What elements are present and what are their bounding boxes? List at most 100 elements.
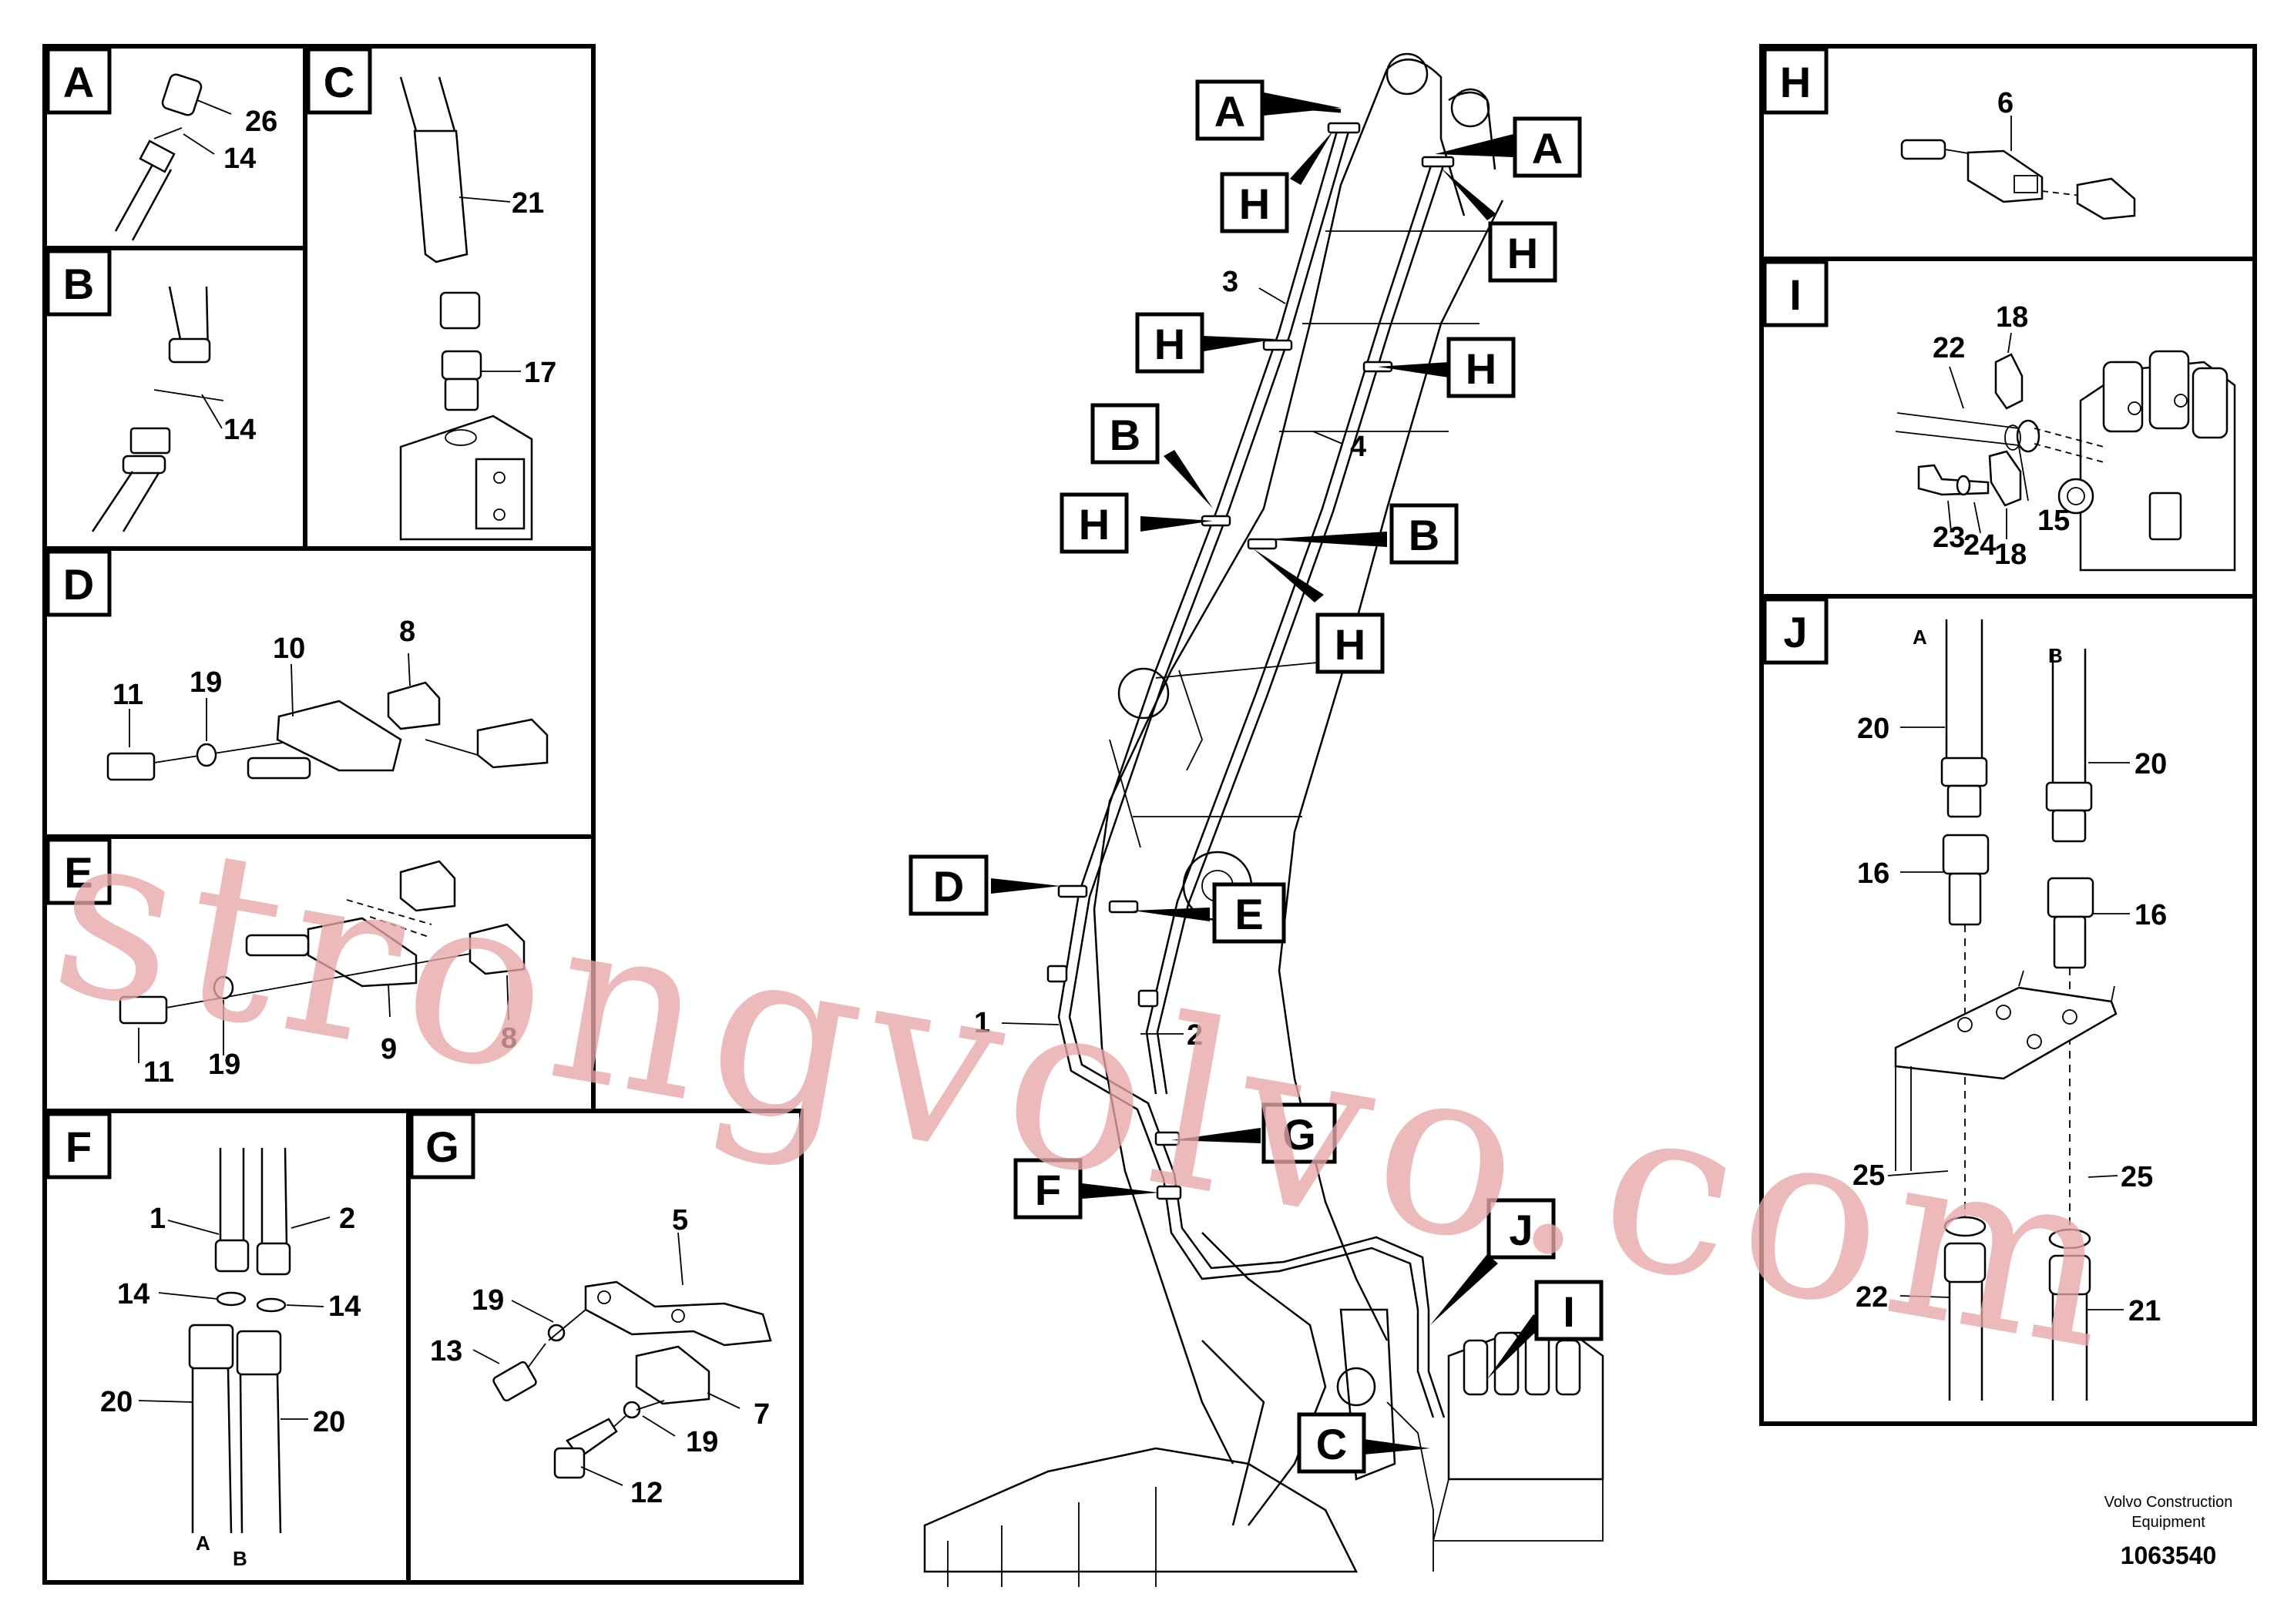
- callout-J-22: 22: [1856, 1281, 1888, 1314]
- callout-box-H-2: H: [1441, 168, 1557, 283]
- port-label-J-A: A: [1913, 626, 1927, 649]
- svg-text:B: B: [1409, 511, 1439, 559]
- callout-box-H-4: H: [1378, 337, 1516, 398]
- callout-box-A-right: A: [1435, 116, 1582, 178]
- svg-text:H: H: [1154, 320, 1185, 368]
- svg-text:H: H: [1239, 180, 1270, 228]
- detail-panel-A: A 26 14: [42, 44, 307, 250]
- callout-main-4: 4: [1350, 431, 1366, 463]
- svg-text:H: H: [1507, 229, 1538, 277]
- callout-box-C: C: [1297, 1412, 1430, 1474]
- callout-box-H-3: H: [1135, 312, 1276, 374]
- main-boom-view: 3 4 1 2: [923, 52, 1604, 1587]
- svg-text:A: A: [1532, 124, 1563, 173]
- svg-text:B: B: [1110, 411, 1140, 459]
- callout-box-B-2: B: [1264, 503, 1459, 565]
- callout-box-E: E: [1133, 882, 1286, 944]
- callout-I-23: 23: [1933, 522, 1965, 554]
- port-label-J-B: B: [2048, 644, 2063, 667]
- brand-line-1: Volvo Construction: [2104, 1494, 2233, 1511]
- callout-G-12: 12: [630, 1477, 663, 1509]
- callout-F-20-left: 20: [100, 1386, 133, 1418]
- callout-C-21: 21: [512, 187, 544, 220]
- detail-letter-E: E: [64, 848, 92, 897]
- callout-box-A-left: A: [1195, 79, 1342, 141]
- detail-letter-A: A: [63, 58, 94, 106]
- callout-F-1: 1: [149, 1203, 166, 1235]
- detail-letter-I: I: [1789, 270, 1802, 319]
- callout-I-22: 22: [1933, 332, 1965, 364]
- callout-F-14-right: 14: [328, 1290, 361, 1323]
- detail-panel-I: I 22 18 15 23 24 18: [1759, 257, 2257, 599]
- callout-D-8: 8: [399, 616, 415, 648]
- callout-E-19: 19: [208, 1049, 240, 1081]
- callout-D-10: 10: [273, 632, 305, 665]
- brand-line-2: Equipment: [2131, 1514, 2205, 1531]
- callout-E-8: 8: [501, 1022, 517, 1055]
- detail-letter-J: J: [1783, 608, 1807, 656]
- svg-text:H: H: [1335, 620, 1365, 669]
- callout-A-26: 26: [245, 106, 277, 138]
- callout-A-14: 14: [223, 143, 256, 175]
- detail-panel-E: E 11 19 9 8: [42, 834, 596, 1113]
- svg-text:G: G: [1282, 1110, 1316, 1159]
- callout-box-G: G: [1171, 1102, 1337, 1164]
- callout-G-19-top: 19: [472, 1284, 504, 1317]
- callout-J-21: 21: [2128, 1295, 2161, 1327]
- callout-I-24: 24: [1963, 529, 1996, 562]
- callout-J-20-right: 20: [2134, 748, 2167, 780]
- detail-panel-B: B 14: [42, 246, 307, 551]
- callout-J-16-left: 16: [1857, 857, 1889, 890]
- callout-box-B-1: B: [1090, 403, 1213, 508]
- callout-E-11: 11: [143, 1056, 174, 1089]
- callout-C-17: 17: [524, 357, 556, 389]
- callout-box-D: D: [909, 854, 1060, 916]
- detail-letter-F: F: [65, 1122, 92, 1171]
- callout-B-14: 14: [223, 414, 256, 446]
- detail-letter-G: G: [425, 1122, 459, 1171]
- callout-I-18-bottom: 18: [1994, 539, 2027, 571]
- callout-J-20-left: 20: [1857, 713, 1889, 745]
- callout-G-19-bottom: 19: [686, 1426, 718, 1458]
- callout-box-H-1: H: [1220, 131, 1333, 233]
- callout-I-18-top: 18: [1996, 301, 2028, 334]
- callout-main-1: 1: [974, 1007, 990, 1039]
- port-label-F-A: A: [196, 1532, 210, 1555]
- callout-D-19: 19: [190, 666, 222, 699]
- callout-F-20-right: 20: [313, 1406, 345, 1438]
- svg-text:H: H: [1079, 500, 1110, 549]
- detail-panel-C: C 21 17: [303, 44, 596, 551]
- svg-text:H: H: [1466, 344, 1496, 393]
- detail-panel-D: D 11 19 10 8: [42, 546, 596, 839]
- detail-panel-F: F 1 2 14 14 20 20 A B: [42, 1109, 411, 1585]
- callout-box-J: J: [1430, 1198, 1556, 1325]
- document-number: 1063540: [2121, 1542, 2217, 1569]
- detail-panel-J: J A B 20 20 16 16: [1759, 594, 2257, 1426]
- svg-text:D: D: [933, 862, 964, 911]
- svg-text:I: I: [1563, 1287, 1575, 1336]
- callout-main-2: 2: [1187, 1019, 1203, 1052]
- callout-main-3: 3: [1222, 266, 1238, 298]
- callout-box-F: F: [1013, 1158, 1159, 1220]
- main-letter-callouts: A A H H H H B: [909, 79, 1604, 1474]
- callout-J-16-right: 16: [2134, 899, 2167, 931]
- callout-box-H-6: H: [1253, 549, 1385, 674]
- callout-D-11: 11: [113, 679, 143, 711]
- svg-text:E: E: [1234, 890, 1263, 938]
- detail-letter-H: H: [1780, 58, 1811, 106]
- callout-I-15: 15: [2037, 505, 2070, 537]
- svg-text:A: A: [1214, 87, 1245, 136]
- port-label-F-B: B: [233, 1547, 247, 1570]
- detail-panel-H: H 6: [1759, 44, 2257, 261]
- callout-F-14-left: 14: [117, 1278, 149, 1310]
- callout-G-5: 5: [672, 1204, 688, 1236]
- callout-G-13: 13: [430, 1335, 462, 1367]
- callout-J-25-left: 25: [1852, 1159, 1885, 1192]
- detail-panel-G: G 5 19 13 7 19 12: [406, 1109, 804, 1585]
- callout-F-2: 2: [339, 1203, 355, 1235]
- detail-letter-C: C: [324, 58, 354, 106]
- svg-text:F: F: [1035, 1166, 1061, 1214]
- svg-text:C: C: [1316, 1420, 1347, 1468]
